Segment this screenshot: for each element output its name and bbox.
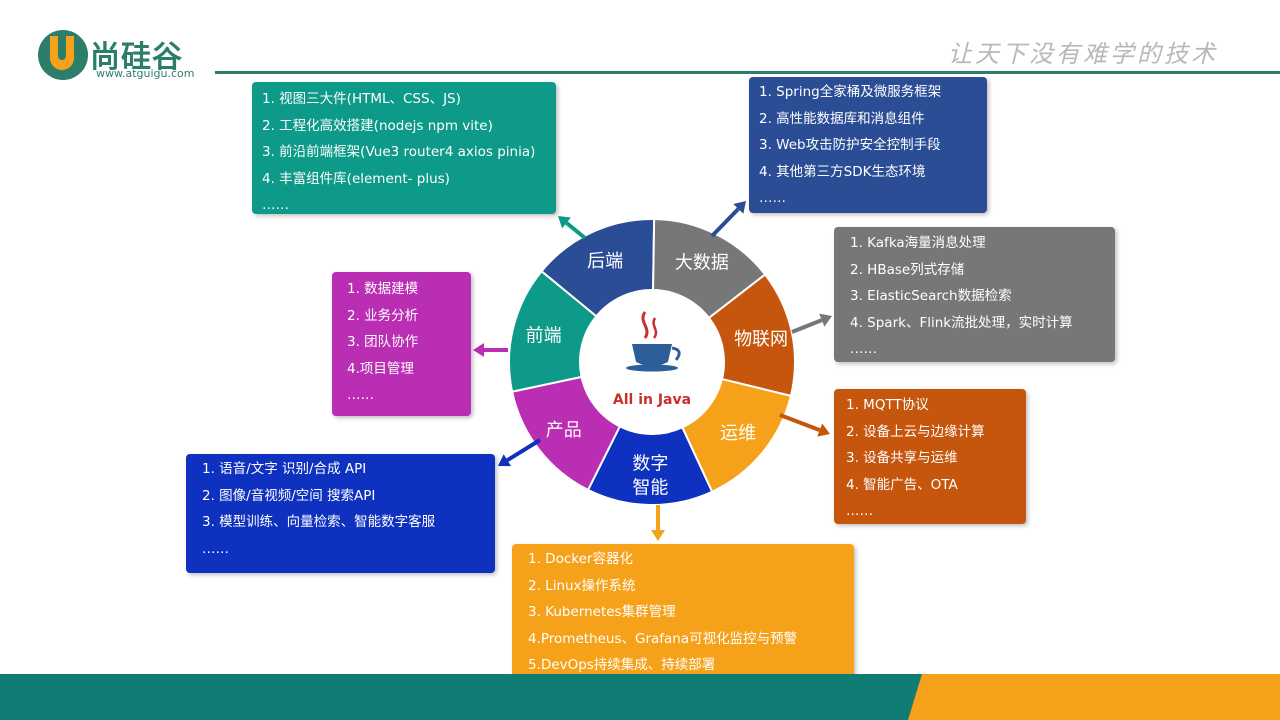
logo-url: www.atguigu.com [96,67,195,80]
backend-item: 1. Spring全家桶及微服务框架 [759,84,942,100]
ops-item: 2. Linux操作系统 [528,577,636,594]
frontend-box: 1. 视图三大件(HTML、CSS、JS) 2. 工程化高效搭建(nodejs n… [252,82,556,214]
ops-item: 5.DevOps持续集成、持续部署 [528,657,716,673]
product-item: 4.项目管理 [347,360,414,377]
frontend-item: 1. 视图三大件(HTML、CSS、JS) [262,91,461,107]
arrow-frontend [558,216,587,240]
backend-item: 3. Web攻击防护安全控制手段 [759,137,941,153]
ops-item: 4.Prometheus、Grafana可视化监控与预警 [528,630,798,647]
product-item: …… [347,387,374,403]
arrow-backend [710,201,746,238]
slogan: 让天下没有难学的技术 [948,40,1218,68]
ai-item: …… [202,540,229,557]
iot-item: …… [846,503,873,519]
logo-u-icon [50,36,74,70]
iot-item: 3. 设备共享与运维 [846,450,958,466]
bigdata-item: 3. ElasticSearch数据检索 [850,288,1012,304]
iot-box: 1. MQTT协议 2. 设备上云与边缘计算 3. 设备共享与运维 4. 智能广告、O… [834,389,1026,524]
bigdata-item: 2. HBase列式存储 [850,261,965,278]
ops-box: 1. Docker容器化 2. Linux操作系统 3. Kubernetes集群管… [512,544,854,684]
footer-orange-band [908,674,1280,720]
arrow-ai [498,438,542,467]
backend-box: 1. Spring全家桶及微服务框架 2. 高性能数据库和消息组件 3. Web攻击… [749,77,987,213]
iot-item: 1. MQTT协议 [846,397,929,413]
frontend-item: 2. 工程化高效搭建(nodejs npm vite) [262,117,493,134]
logo-circle-icon [38,30,88,80]
logo-name: 尚硅谷 [90,40,183,75]
frontend-item: 3. 前沿前端框架(Vue3 router4 axios pinia) [262,144,536,160]
product-item: 1. 数据建模 [347,281,419,297]
frontend-item: …… [262,197,289,213]
segment-label-frontend: 前端 [526,326,562,347]
product-item: 3. 团队协作 [347,334,419,350]
backend-item: 4. 其他第三方SDK生态环境 [759,163,926,180]
header-divider [215,71,1280,74]
bigdata-item: 1. Kafka海量消息处理 [850,235,986,251]
bigdata-item: 4. Spark、Flink流批处理，实时计算 [850,314,1073,331]
arrow-iot [779,413,830,437]
ops-item: 1. Docker容器化 [528,551,633,567]
ai-item: 3. 模型训练、向量检索、智能数字客服 [202,514,436,530]
segment-label-backend: 后端 [587,251,623,272]
product-box: 1. 数据建模 2. 业务分析 3. 团队协作 4.项目管理 …… [332,272,471,416]
segment-label-ops: 运维 [720,423,756,444]
backend-item: …… [759,190,786,206]
segment-label-iot: 物联网 [734,329,788,350]
ai-item: 2. 图像/音视频/空间 搜索API [202,487,376,504]
segment-label-ai: 数字智能 [632,453,668,498]
bigdata-box: 1. Kafka海量消息处理 2. HBase列式存储 3. ElasticSear… [834,227,1115,362]
bigdata-item: …… [850,341,877,357]
arrow-ops [651,505,665,541]
segment-label-bigdata: 大数据 [675,252,729,273]
arrow-product [473,343,508,357]
iot-item: 4. 智能广告、OTA [846,476,958,493]
backend-item: 2. 高性能数据库和消息组件 [759,110,925,127]
center-label: All in Java [613,392,691,408]
segment-label-product: 产品 [546,420,582,441]
ai-box: 1. 语音/文字 识别/合成 API 2. 图像/音视频/空间 搜索API 3. 模… [186,454,495,573]
ai-item: 1. 语音/文字 识别/合成 API [202,461,367,477]
arrow-bigdata [791,313,832,334]
ops-item: 3. Kubernetes集群管理 [528,604,676,620]
frontend-item: 4. 丰富组件库(element- plus) [262,170,450,187]
iot-item: 2. 设备上云与边缘计算 [846,423,985,440]
product-item: 2. 业务分析 [347,307,419,324]
java-cup-icon [626,311,681,372]
atguigu-logo: 尚硅谷 www.atguigu.com [38,30,228,86]
